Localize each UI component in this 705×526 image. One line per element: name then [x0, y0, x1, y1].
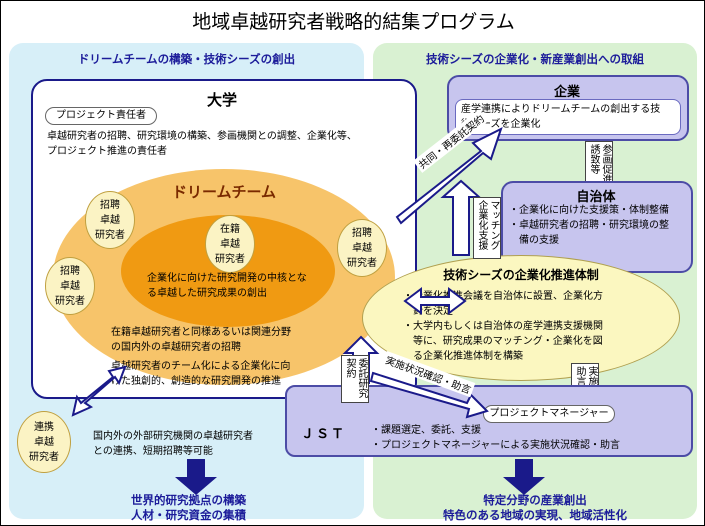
right-outcome: 特定分野の産業創出 特色のある地域の実現、地域活性化: [443, 493, 627, 522]
company-text-box: [455, 99, 681, 135]
right-panel-header: 技術シーズの企業化・新産業創出への取組: [426, 52, 644, 66]
left-panel-header: ドリームチームの構築・技術シーズの創出: [77, 52, 296, 66]
municipality-bullets: ・企業化に向けた支援策・体制整備 ・卓越研究者の招聘・研究環境の整 備の支援: [509, 205, 669, 246]
company-text: 産学連携によりドリームチームの創出する技 術シーズを企業化: [461, 104, 661, 130]
left-down-arrow: [175, 459, 217, 495]
dream-team-title: ドリームチーム: [171, 183, 277, 201]
matching-arrow: [440, 179, 482, 256]
tech-system-bullets: ・企業化推進会議を自治体に設置、企業化方 針を決定 ・大学内もしくは自治体の産学…: [403, 291, 603, 362]
university-description: 卓越研究者の招聘、研究環境の構築、参画機関との調整、企業化等、 プロジェクト推進…: [47, 131, 357, 157]
collab-text: 国内外の外部研究機関の卓越研究者 との連携、短期招聘等可能: [93, 431, 253, 457]
researcher-circle-invited-2: 招聘 卓越 研究者: [45, 257, 95, 315]
right-down-arrow: [503, 459, 545, 495]
researcher-circle-enrolled: 在籍 卓越 研究者: [205, 215, 255, 273]
dream-team-text-2: 卓越研究者のチーム化による企業化に向 けた独創的、創造的な研究開発の推進: [111, 361, 291, 387]
jst-title: ＪＳＴ: [301, 427, 347, 442]
collab-researcher-circle: 連携 卓越 研究者: [17, 411, 71, 473]
dream-team-core-text: 企業化に向けた研究開発の中核とな る卓越した研究成果の創出: [147, 273, 307, 299]
municipality-title: 自治体: [576, 190, 616, 205]
left-outcome: 世界的研究拠点の構築 人材・研究資金の集積: [131, 493, 246, 522]
matching-label: マッチング 企業化支援: [473, 197, 501, 259]
university-title: 大学: [206, 91, 237, 109]
researcher-circle-invited-3: 招聘 卓越 研究者: [337, 219, 387, 277]
dream-team-text-1: 在籍卓越研究者と同様あるいは関連分野 の国内外の卓越研究者の招聘: [111, 327, 291, 353]
joint-contract-arrow: [395, 127, 503, 225]
commission-label: 委託研究 契約: [341, 355, 369, 403]
confirm-arrow: [369, 371, 489, 419]
researcher-circle-invited-1: 招聘 卓越 研究者: [85, 191, 135, 249]
tech-seeds-system-ellipse: [362, 255, 680, 381]
project-manager-tag: プロジェクトマネージャー: [483, 405, 615, 423]
jst-bullets: ・課題選定、委託、支援 ・プロジェクトマネージャーによる実施状況確認・助言: [371, 425, 620, 451]
project-leader-tag: プロジェクト責任者: [45, 107, 157, 125]
diagram-title: 地域卓越研究者戦略的結集プログラム: [192, 11, 515, 33]
company-title: 企業: [553, 85, 580, 100]
participation-label: 参画促進 誘致等: [585, 141, 613, 187]
collab-diagonal-arrow: [71, 365, 127, 417]
tech-system-title: 技術シーズの企業化推進体制: [443, 268, 599, 282]
univ-tech-double-arrow: [403, 287, 467, 315]
